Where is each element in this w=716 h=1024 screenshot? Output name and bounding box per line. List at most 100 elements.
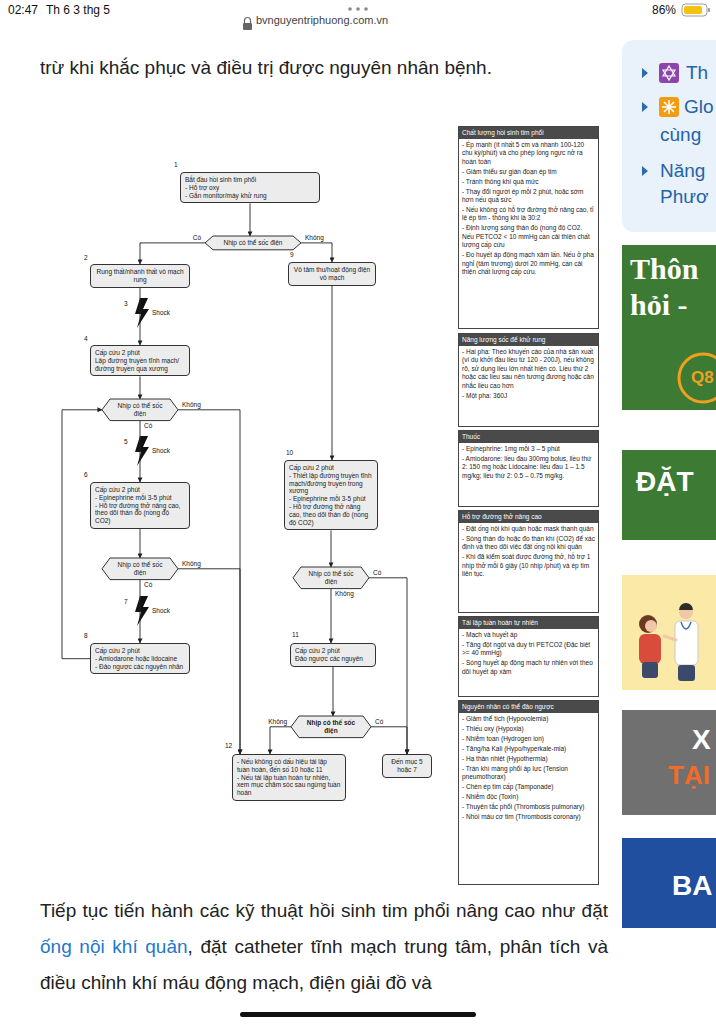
decision-shape-outline — [102, 558, 178, 580]
shock-label: Shock — [152, 309, 170, 317]
bullet-text: - Epinephrine: 1mg mỗi 3 – 5 phút — [459, 445, 598, 453]
shock-symbol — [135, 436, 149, 466]
edge-label: Có — [192, 234, 202, 242]
bullet-text: - Tràn khí màng phổi áp lực (Tension pne… — [459, 765, 598, 782]
callout-number: 2 — [84, 254, 88, 262]
hair — [679, 603, 693, 610]
callout-number: 8 — [84, 632, 88, 640]
flow-arrow — [331, 589, 332, 643]
bullet-text: - Tăng/hạ Kali (Hypo/hyperkale-mia) — [459, 745, 598, 753]
edge-label: Có — [143, 581, 153, 589]
flow-arrow — [178, 410, 240, 754]
bullet-text: - Nhồi máu cơ tim (Thrombosis coronary) — [459, 813, 598, 821]
bullet-text: - Thuyên tắc phổi (Thrombosis pulmonary) — [459, 803, 598, 811]
flow-arrow — [140, 288, 141, 345]
box-text: Cấp cứu 2 phút — [95, 647, 185, 655]
box-text: Cấp cứu 2 phút — [95, 486, 185, 494]
shock-label: Shock — [152, 447, 170, 455]
process-box: Đến mục 5 hoặc 7 — [382, 754, 432, 778]
icon-tile — [659, 97, 679, 117]
decision-shape: Nhịp có thể sốc điện — [102, 399, 178, 421]
banner-text: BA — [672, 870, 712, 902]
menu-item: Năng — [660, 160, 705, 182]
box-text: - Nếu không có dấu hiệu tái lập tuần hoà… — [237, 758, 341, 774]
decision-text: Nhịp có thể sốc điện — [111, 561, 169, 577]
bullet-text: - Nếu không có hỗ trợ đường thở nâng cao… — [459, 206, 598, 223]
decision-shape-outline — [293, 567, 369, 589]
banner-text: TẠI — [668, 760, 710, 790]
callout-number: 3 — [124, 300, 128, 308]
box-text: Lập đường truyền tĩnh mạch/đường truyền … — [95, 357, 185, 373]
bullet-text: - Hạ thân nhiệt (Hypothermia) — [459, 755, 598, 763]
info-section: Thuốc- Epinephrine: 1mg mỗi 3 – 5 phút- … — [458, 430, 599, 507]
menu-arrow — [642, 166, 648, 176]
process-box: Vô tâm thu/hoạt động điện vô mạch — [288, 262, 376, 286]
status-time: 02:47 — [8, 3, 38, 17]
dot — [356, 7, 360, 11]
menu-item: Glo — [684, 96, 714, 118]
lock-body — [243, 23, 252, 30]
icon-star — [663, 66, 675, 80]
box-text: Vô tâm thu/hoạt động điện vô mạch — [293, 266, 371, 282]
decision-shape: Nhịp có thể sốc điện — [293, 567, 369, 589]
doctor-illustration — [639, 603, 698, 681]
box-text: - Epinephrine mỗi 3-5 phút — [95, 494, 185, 502]
flow-arrow — [62, 410, 102, 659]
flow-arrow — [270, 727, 291, 754]
arm — [664, 636, 676, 640]
bullet-text: - Mạch và huyết áp — [459, 631, 598, 639]
info-section: Nguyên nhân có thể đảo ngược- Giảm thể t… — [458, 700, 599, 885]
info-section: Hỗ trợ đường thở nâng cao- Đặt ống nội k… — [458, 510, 599, 613]
flow-arrow — [371, 727, 407, 754]
callout-number: 7 — [124, 598, 128, 606]
decision-shape: Nhịp có thể sốc điện — [291, 716, 371, 738]
bullet-text: - Ép mạnh (ít nhất 5 cm và nhanh 100-120… — [459, 141, 598, 166]
face — [645, 620, 657, 632]
body — [639, 634, 661, 664]
battery-icon — [682, 4, 710, 16]
box-text: Đến mục 5 hoặc 7 — [387, 758, 427, 774]
legs — [642, 662, 658, 678]
banner-text: Thôn — [630, 252, 698, 286]
bullet-text: - Amiodarone: liều đầu 300mg bolus, liều… — [459, 455, 598, 480]
decision-text: Nhịp có thể sốc điện — [214, 239, 292, 247]
flow-arrow — [140, 421, 141, 482]
box-text: - Hỗ trợ đường thở nâng cao, theo dõi th… — [289, 503, 373, 526]
flow-arrow — [140, 243, 205, 264]
link-text: ống nội khí quản — [40, 936, 188, 957]
process-box: Cấp cứu 2 phútĐảo ngược các nguyên — [290, 643, 376, 667]
menu-item: Phươ — [660, 186, 708, 208]
edge-label: Không — [267, 718, 288, 726]
box-text: Bắt đầu hồi sinh tim phổi — [185, 176, 315, 184]
box-text: - Hỗ trợ đường thở nâng cao, theo dõi th… — [95, 502, 185, 525]
bullet-text: - Sóng thán đồ hoặc đo thán khí (CO2) để… — [459, 535, 598, 552]
section-heading: Hỗ trợ đường thở nâng cao — [459, 511, 598, 523]
paragraph-text: Tiếp tục tiến hành các kỹ thuật hồi sinh… — [40, 900, 608, 921]
decision-text: Nhịp có thể sốc điện — [302, 570, 360, 586]
article-paragraph: Tiếp tục tiến hành các kỹ thuật hồi sinh… — [40, 893, 608, 1001]
lock-icon — [243, 18, 252, 31]
callout-number: 4 — [84, 335, 88, 343]
callout-number: 11 — [292, 631, 299, 639]
coat — [675, 621, 698, 665]
edge-label: Không — [304, 234, 325, 242]
decision-shape: Nhịp có thể sốc điện — [102, 558, 178, 580]
flow-arrow — [140, 529, 141, 558]
flow-arrow — [333, 667, 334, 716]
bullet-text: - Chèn ép tim cấp (Tamponade) — [459, 783, 598, 791]
page-url: bvnguyentriphuong.com.vn — [256, 14, 388, 27]
callout-number: 6 — [84, 471, 88, 479]
shock-symbol — [135, 298, 149, 328]
dot — [364, 7, 368, 11]
process-box: Rung thất/nhanh thất vô mạch rung — [90, 264, 190, 288]
menu-arrow — [642, 102, 648, 112]
decision-shape-outline — [102, 399, 178, 421]
lock-shackle — [245, 18, 251, 24]
bullet-text: - Định lượng sóng thán đồ (nồng độ CO2. … — [459, 224, 598, 249]
banner-blue — [622, 838, 716, 928]
decision-shape: Nhịp có thể sốc điện — [205, 236, 301, 250]
bullet-text: - Đo huyết áp động mạch xâm lấn. Nếu ở p… — [459, 251, 598, 276]
edge-label: Không — [334, 590, 355, 598]
home-indicator — [240, 1012, 476, 1017]
